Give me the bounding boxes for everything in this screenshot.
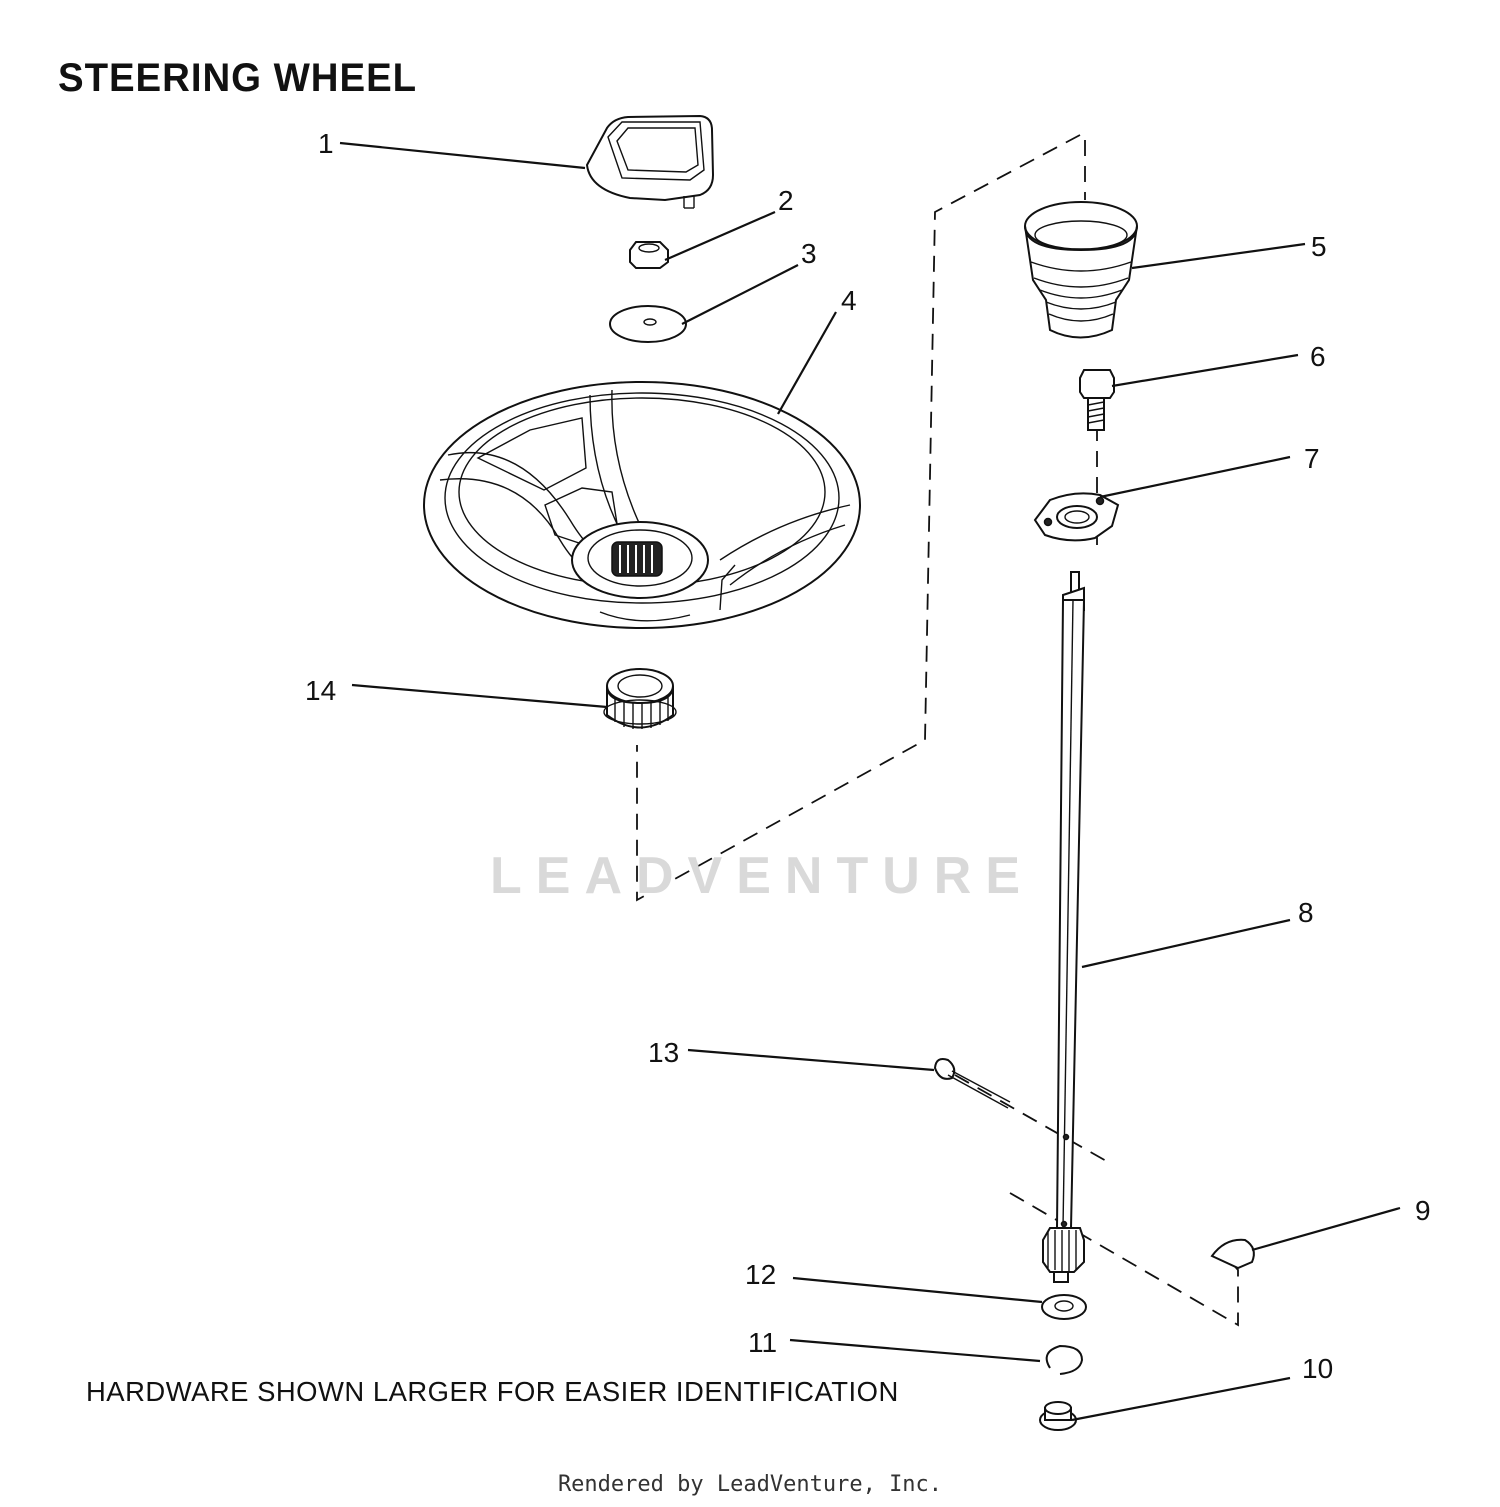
- callout-13: 13: [648, 1037, 679, 1068]
- splined-adapter-icon[interactable]: [603, 668, 677, 729]
- page-title: STEERING WHEEL: [58, 56, 418, 100]
- washer-icon[interactable]: [1041, 1294, 1087, 1320]
- hex-nut-icon[interactable]: [629, 241, 669, 269]
- steering-wheel-icon[interactable]: [423, 381, 861, 629]
- cotter-pin-icon[interactable]: [933, 1058, 1011, 1109]
- bellows-boot-icon[interactable]: [1024, 201, 1138, 339]
- hardware-note: HARDWARE SHOWN LARGER FOR EASIER IDENTIF…: [86, 1376, 899, 1407]
- hex-bolt-icon[interactable]: [1079, 369, 1115, 431]
- flange-bearing-icon[interactable]: [1033, 492, 1120, 542]
- callout-3: 3: [801, 238, 817, 269]
- leader-lines: [339, 141, 1401, 1422]
- callout-5: 5: [1311, 231, 1327, 262]
- bracket-icon[interactable]: [1210, 1238, 1255, 1270]
- callout-14: 14: [305, 675, 336, 706]
- bushing-icon[interactable]: [1039, 1401, 1077, 1431]
- callout-11: 11: [748, 1327, 777, 1358]
- callout-8: 8: [1298, 897, 1314, 928]
- callout-1: 1: [318, 128, 334, 159]
- callout-labels: 1 2 3 4 5 6 7 8 9 10 11 12 13 14: [305, 128, 1431, 1384]
- watermark: LEADVENTURE: [490, 847, 1035, 905]
- callout-4: 4: [841, 285, 857, 316]
- footer-credit: Rendered by LeadVenture, Inc.: [557, 1472, 943, 1497]
- retaining-ring-icon[interactable]: [1045, 1344, 1084, 1375]
- callout-12: 12: [745, 1259, 776, 1290]
- callout-10: 10: [1302, 1353, 1333, 1384]
- callout-7: 7: [1304, 443, 1320, 474]
- callout-6: 6: [1310, 341, 1326, 372]
- callout-9: 9: [1415, 1195, 1431, 1226]
- assembly-dashed-lines: [636, 134, 1239, 1327]
- steering-shaft-icon[interactable]: [1042, 571, 1086, 1283]
- callout-2: 2: [778, 185, 794, 216]
- flat-washer-icon[interactable]: [609, 305, 687, 343]
- center-cap-icon[interactable]: [585, 114, 715, 209]
